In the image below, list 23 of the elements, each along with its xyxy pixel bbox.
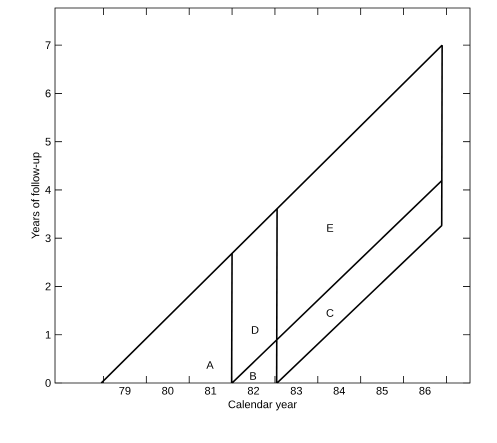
x-tick-label: 81 bbox=[204, 386, 216, 395]
y-tick-label: 6 bbox=[46, 90, 51, 98]
y-tick-label: 7 bbox=[46, 41, 51, 49]
y-tick-label: 4 bbox=[45, 186, 51, 194]
x-tick-label: 80 bbox=[162, 386, 174, 395]
region-label: E bbox=[327, 224, 334, 232]
region-label: D bbox=[252, 326, 258, 334]
y-axis-title: Years of follow-up bbox=[31, 152, 42, 239]
region-label: A bbox=[206, 361, 214, 369]
y-tick-label: 5 bbox=[45, 138, 51, 146]
x-tick-label: 85 bbox=[376, 386, 388, 395]
x-tick-label: 83 bbox=[290, 386, 302, 395]
x-tick-label: 82 bbox=[248, 386, 260, 395]
y-tick-label: 3 bbox=[45, 234, 51, 242]
y-tick-label: 1 bbox=[46, 330, 51, 339]
x-axis-title: Calendar year bbox=[228, 400, 297, 410]
x-tick-label: 86 bbox=[419, 386, 431, 395]
x-tick-label: 84 bbox=[334, 386, 346, 395]
region-label: C bbox=[326, 309, 334, 317]
region-label: B bbox=[250, 372, 256, 380]
y-tick-label: 2 bbox=[46, 282, 51, 290]
x-tick-label: 79 bbox=[119, 386, 130, 395]
y-tick-label: 0 bbox=[45, 379, 51, 387]
